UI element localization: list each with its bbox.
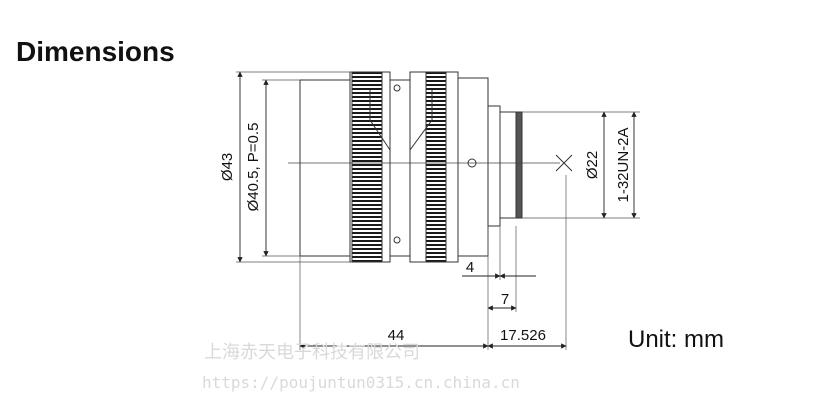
label-outer-diameter: Ø43 bbox=[219, 153, 236, 181]
label-length-44: 44 bbox=[388, 327, 405, 344]
screw-top bbox=[393, 84, 401, 92]
label-flange-7: 7 bbox=[501, 291, 509, 308]
dimension-lines bbox=[237, 71, 637, 349]
image-plane-mark bbox=[555, 154, 573, 172]
unit-label: Unit: mm bbox=[628, 326, 724, 353]
label-filter-thread: Ø40.5, P=0.5 bbox=[245, 123, 262, 212]
label-flange-4: 4 bbox=[466, 259, 474, 276]
ring-cut-left bbox=[369, 90, 391, 256]
iris-ring-knurl bbox=[425, 71, 447, 263]
ring-cut-right bbox=[409, 90, 433, 151]
watermark-url: https://poujuntun0315.cn.china.cn bbox=[202, 373, 520, 392]
label-back-focus: 17.526 bbox=[500, 327, 546, 344]
screw-bottom bbox=[393, 236, 401, 244]
label-mount-diameter: Ø22 bbox=[584, 151, 601, 179]
mount-step bbox=[487, 105, 501, 227]
mount-thread-rim bbox=[515, 111, 523, 219]
focus-ring-knurl bbox=[351, 71, 383, 263]
section-title: Dimensions bbox=[16, 36, 175, 67]
mid-section bbox=[389, 79, 411, 257]
lens-body bbox=[299, 71, 523, 263]
watermark-company: 上海赤天电子科技有限公司 bbox=[204, 342, 420, 363]
label-mount-thread: 1-32UN-2A bbox=[615, 127, 632, 202]
front-barrel bbox=[299, 79, 351, 257]
extension-lines bbox=[236, 71, 640, 350]
